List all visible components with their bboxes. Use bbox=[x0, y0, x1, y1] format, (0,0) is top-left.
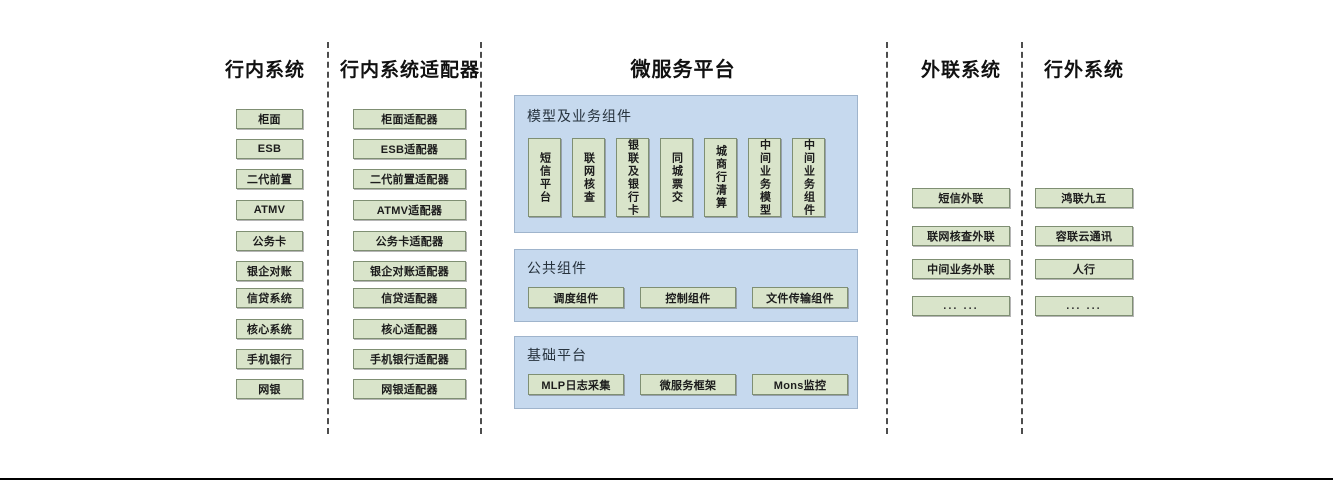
node-internal-system[interactable]: ESB bbox=[236, 139, 303, 159]
panel-public-components bbox=[514, 249, 858, 322]
node-base-platform-component[interactable]: Mons监控 bbox=[752, 374, 848, 395]
node-model-component[interactable]: 同城票交 bbox=[660, 138, 693, 217]
node-outside-bank-system[interactable]: 鸿联九五 bbox=[1035, 188, 1133, 208]
node-outside-bank-system[interactable]: ... ... bbox=[1035, 296, 1133, 316]
node-internal-adapter[interactable]: 核心适配器 bbox=[353, 319, 466, 339]
node-internal-system[interactable]: 手机银行 bbox=[236, 349, 303, 369]
node-external-liaison-system[interactable]: ... ... bbox=[912, 296, 1010, 316]
column-title-internal-systems: 行内系统 bbox=[224, 60, 305, 81]
node-internal-system[interactable]: 二代前置 bbox=[236, 169, 303, 189]
node-internal-adapter[interactable]: 二代前置适配器 bbox=[353, 169, 466, 189]
node-external-liaison-system[interactable]: 短信外联 bbox=[912, 188, 1010, 208]
node-internal-adapter[interactable]: 公务卡适配器 bbox=[353, 231, 466, 251]
node-base-platform-component[interactable]: MLP日志采集 bbox=[528, 374, 624, 395]
node-internal-adapter[interactable]: 银企对账适配器 bbox=[353, 261, 466, 281]
node-internal-adapter[interactable]: ESB适配器 bbox=[353, 139, 466, 159]
column-divider-3 bbox=[886, 42, 888, 434]
column-title-internal-adapters: 行内系统适配器 bbox=[339, 60, 480, 81]
panel-title-base-platform: 基础平台 bbox=[527, 347, 587, 363]
node-model-component[interactable]: 联网核查 bbox=[572, 138, 605, 217]
node-model-component[interactable]: 中间业务模型 bbox=[748, 138, 781, 217]
node-external-liaison-system[interactable]: 中间业务外联 bbox=[912, 259, 1010, 279]
node-internal-adapter[interactable]: 柜面适配器 bbox=[353, 109, 466, 129]
node-model-component[interactable]: 中间业务组件 bbox=[792, 138, 825, 217]
node-internal-adapter[interactable]: ATMV适配器 bbox=[353, 200, 466, 220]
node-internal-adapter[interactable]: 网银适配器 bbox=[353, 379, 466, 399]
node-internal-system[interactable]: 核心系统 bbox=[236, 319, 303, 339]
column-title-outside-bank-systems: 行外系统 bbox=[1043, 60, 1124, 81]
column-title-external-liaison-systems: 外联系统 bbox=[920, 60, 1001, 81]
node-base-platform-component[interactable]: 微服务框架 bbox=[640, 374, 736, 395]
node-outside-bank-system[interactable]: 人行 bbox=[1035, 259, 1133, 279]
bottom-rule bbox=[0, 478, 1333, 480]
node-internal-system[interactable]: 信贷系统 bbox=[236, 288, 303, 308]
node-outside-bank-system[interactable]: 容联云通讯 bbox=[1035, 226, 1133, 246]
panel-title-public-components: 公共组件 bbox=[527, 260, 587, 276]
node-public-component[interactable]: 控制组件 bbox=[640, 287, 736, 308]
panel-title-model-business-components: 模型及业务组件 bbox=[527, 108, 632, 124]
node-internal-adapter[interactable]: 手机银行适配器 bbox=[353, 349, 466, 369]
panel-base-platform bbox=[514, 336, 858, 409]
column-divider-4 bbox=[1021, 42, 1023, 434]
node-internal-adapter[interactable]: 信贷适配器 bbox=[353, 288, 466, 308]
node-internal-system[interactable]: 网银 bbox=[236, 379, 303, 399]
column-title-microservice-platform: 微服务平台 bbox=[630, 59, 736, 81]
node-model-component[interactable]: 城商行清算 bbox=[704, 138, 737, 217]
node-public-component[interactable]: 文件传输组件 bbox=[752, 287, 848, 308]
node-internal-system[interactable]: 柜面 bbox=[236, 109, 303, 129]
node-internal-system[interactable]: 银企对账 bbox=[236, 261, 303, 281]
node-model-component[interactable]: 短信平台 bbox=[528, 138, 561, 217]
node-external-liaison-system[interactable]: 联网核查外联 bbox=[912, 226, 1010, 246]
node-internal-system[interactable]: 公务卡 bbox=[236, 231, 303, 251]
node-internal-system[interactable]: ATMV bbox=[236, 200, 303, 220]
node-model-component[interactable]: 银联及银行卡 bbox=[616, 138, 649, 217]
column-divider-2 bbox=[480, 42, 482, 434]
node-public-component[interactable]: 调度组件 bbox=[528, 287, 624, 308]
column-divider-1 bbox=[327, 42, 329, 434]
